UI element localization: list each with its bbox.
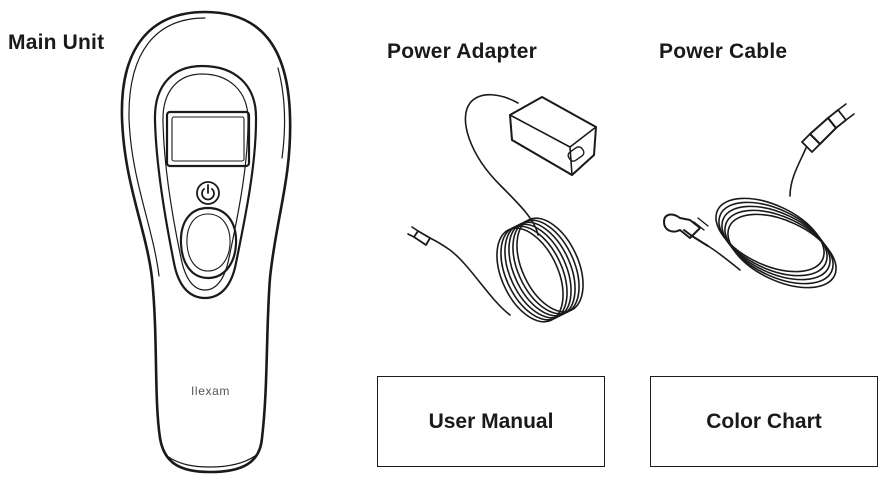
- color-chart-label: Color Chart: [706, 409, 822, 433]
- power-cable-label: Power Cable: [659, 40, 788, 63]
- main-unit-device-illustration: [120, 10, 292, 474]
- user-manual-label: User Manual: [428, 409, 554, 433]
- color-chart-box: Color Chart: [650, 376, 878, 467]
- power-adapter-illustration: [407, 93, 597, 323]
- main-unit-label: Main Unit: [8, 31, 105, 54]
- device-brand-text: Ilexam: [191, 384, 230, 398]
- power-cable-illustration: [663, 103, 855, 289]
- user-manual-box: User Manual: [377, 376, 605, 467]
- power-adapter-label: Power Adapter: [387, 40, 538, 63]
